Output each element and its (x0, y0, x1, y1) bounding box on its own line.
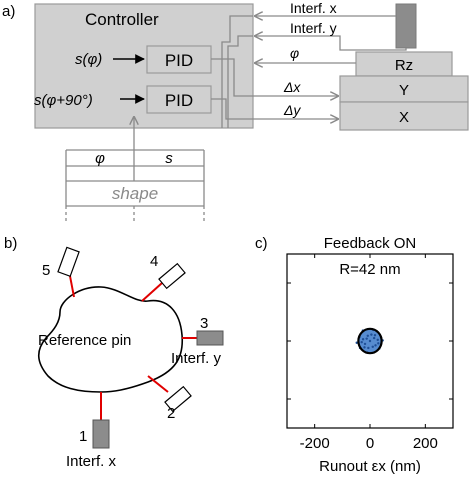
stage-x-label: X (399, 109, 409, 126)
panel-c: c) Feedback ON R=42 nm -200 0 200 Runout ε… (255, 235, 454, 475)
internal-route-2 (227, 35, 253, 128)
sensor-1-caption: Interf. x (66, 453, 117, 470)
signal-interf-y-arrow (255, 36, 407, 51)
scatter-point-8 (361, 338, 365, 341)
scatter-point-9 (371, 345, 374, 348)
chart-marks: -200 0 200 (287, 254, 453, 452)
sensor-3-caption: Interf. y (171, 350, 222, 367)
controller-box (34, 3, 254, 129)
internal-route-1 (221, 15, 253, 128)
sensor-5-number: 5 (42, 262, 50, 279)
scatter-point-14 (363, 346, 366, 349)
chart-xlabel: Runout εx (nm) (319, 458, 421, 475)
controller-title: Controller (85, 10, 159, 29)
scatter-point-0 (368, 339, 372, 343)
interferometer-block (395, 3, 417, 49)
scatter-point-4 (363, 342, 367, 346)
runout-circle (357, 327, 383, 355)
signal-phi: φ (290, 45, 299, 61)
stage-x (339, 101, 469, 131)
x-tick-label: 0 (366, 435, 374, 452)
stage-rz-label: Rz (395, 57, 413, 74)
sensor-4 (158, 262, 186, 290)
sensor-4-beam (141, 282, 163, 302)
panel-b: b) Reference pin 1 Interf. x 2 3 Interf.… (4, 235, 224, 470)
sensor-2-beam (147, 375, 169, 393)
sensor-1 (92, 419, 110, 449)
panel-a-label: a) (2, 3, 15, 20)
stage-y-label: Y (399, 82, 409, 99)
input-s-phi-90: s(φ+90°) (34, 92, 93, 109)
signal-delta-y: Δy (283, 102, 301, 118)
output-delta-y-arrow (211, 98, 338, 119)
pid-box-1 (146, 45, 212, 74)
scatter-point-2 (365, 337, 368, 340)
x-tick-label: -200 (300, 435, 330, 452)
signal-delta-x: Δx (283, 79, 301, 95)
shape-table: φ s shape (65, 149, 205, 222)
pid-box-2 (146, 85, 212, 114)
sensor-3 (196, 330, 224, 346)
scatter-point-13 (373, 334, 377, 337)
chart-title: Feedback ON (324, 235, 417, 252)
scatter-point-6 (367, 346, 370, 350)
scatter-point-5 (370, 333, 373, 336)
sensor-1-number: 1 (79, 428, 87, 445)
sensor-2-number: 2 (167, 405, 175, 422)
scatter-point-3 (374, 344, 377, 347)
table-col-phi: φ (95, 150, 105, 167)
pid-label-2: PID (165, 91, 193, 110)
table-col-s: s (165, 150, 173, 167)
reference-pin-label: Reference pin (38, 332, 131, 349)
stage-rz (355, 51, 453, 77)
signal-interf-x: Interf. x (290, 0, 337, 16)
panel-c-label: c) (255, 235, 268, 252)
sensor-4-number: 4 (150, 253, 158, 270)
output-delta-x-arrow (211, 58, 338, 96)
sensor-5 (57, 246, 80, 278)
scatter-point-11 (377, 342, 380, 345)
panel-a: a) Controller PID PID s(φ) s(φ+90°) Rz Y… (2, 0, 469, 222)
input-s-phi: s(φ) (75, 51, 102, 68)
scatter-point-1 (372, 336, 376, 340)
table-caption-shape: shape (112, 184, 158, 203)
pid-label-1: PID (165, 51, 193, 70)
signal-interf-y: Interf. y (290, 20, 337, 36)
reference-pin-outline (37, 286, 184, 393)
panel-b-label: b) (4, 235, 17, 252)
scatter-point-10 (366, 334, 369, 337)
scatter-point-22 (355, 341, 358, 344)
sensor-3-number: 3 (200, 315, 208, 332)
stage-y (339, 75, 469, 103)
scatter-point-7 (376, 338, 379, 342)
sensor-5-beam (69, 275, 75, 298)
x-tick-label: 200 (413, 435, 438, 452)
sensor-2 (164, 385, 192, 413)
chart-annotation: R=42 nm (339, 261, 400, 278)
scatter-point-12 (360, 340, 363, 344)
